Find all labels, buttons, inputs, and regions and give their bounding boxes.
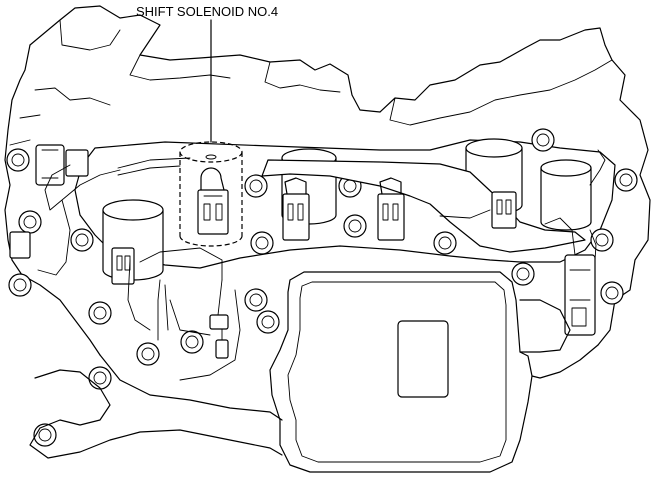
upper-casting-left [4, 44, 101, 356]
bolt-icon [250, 231, 274, 255]
oil-pan-flange [287, 281, 507, 463]
bolt-icon [6, 148, 30, 172]
harness-tubes [117, 157, 597, 261]
bolt-icon [244, 288, 268, 312]
bolt-icon [180, 330, 204, 354]
connector-solenoid-no4 [197, 167, 229, 235]
bolt-icon [614, 168, 638, 192]
bolt-icon [433, 231, 457, 255]
bolt-icon [343, 214, 367, 238]
bolt-icon [8, 273, 32, 297]
bolt-icon [18, 210, 42, 234]
connector-solenoid-no3 [377, 177, 405, 241]
harness-rail [261, 159, 586, 253]
right-casting-lower [519, 299, 599, 379]
connector-side-right [564, 254, 596, 336]
solenoid-no5 [540, 159, 592, 231]
bolt-icon [511, 262, 535, 286]
oil-pan-window [397, 320, 449, 398]
bolt-icon [88, 301, 112, 325]
connector-solenoid-no3b [491, 191, 517, 229]
wire-harness [37, 149, 606, 341]
bolt-icon [136, 342, 160, 366]
clip-lower [209, 279, 229, 359]
connector-solenoid-left [111, 247, 135, 285]
mounting-bolts [6, 128, 638, 447]
callout-label: SHIFT SOLENOID NO.4 [136, 4, 278, 19]
bolt-icon [244, 174, 268, 198]
bolt-icon [33, 423, 57, 447]
casting-ribs [9, 19, 613, 146]
bolt-icon [256, 310, 280, 334]
connector-solenoid-no2 [282, 177, 310, 241]
bolt-icon [531, 128, 555, 152]
shift-solenoid-no4 [179, 141, 243, 247]
upper-casting-outline [29, 5, 651, 346]
bolt-icon [590, 228, 614, 252]
connector-side-left [9, 144, 89, 259]
bolt-icon [70, 228, 94, 252]
bolt-icon [600, 281, 624, 305]
bolt-icon [88, 366, 112, 390]
lower-casting [29, 354, 283, 459]
lower-casting-detail [127, 259, 241, 381]
